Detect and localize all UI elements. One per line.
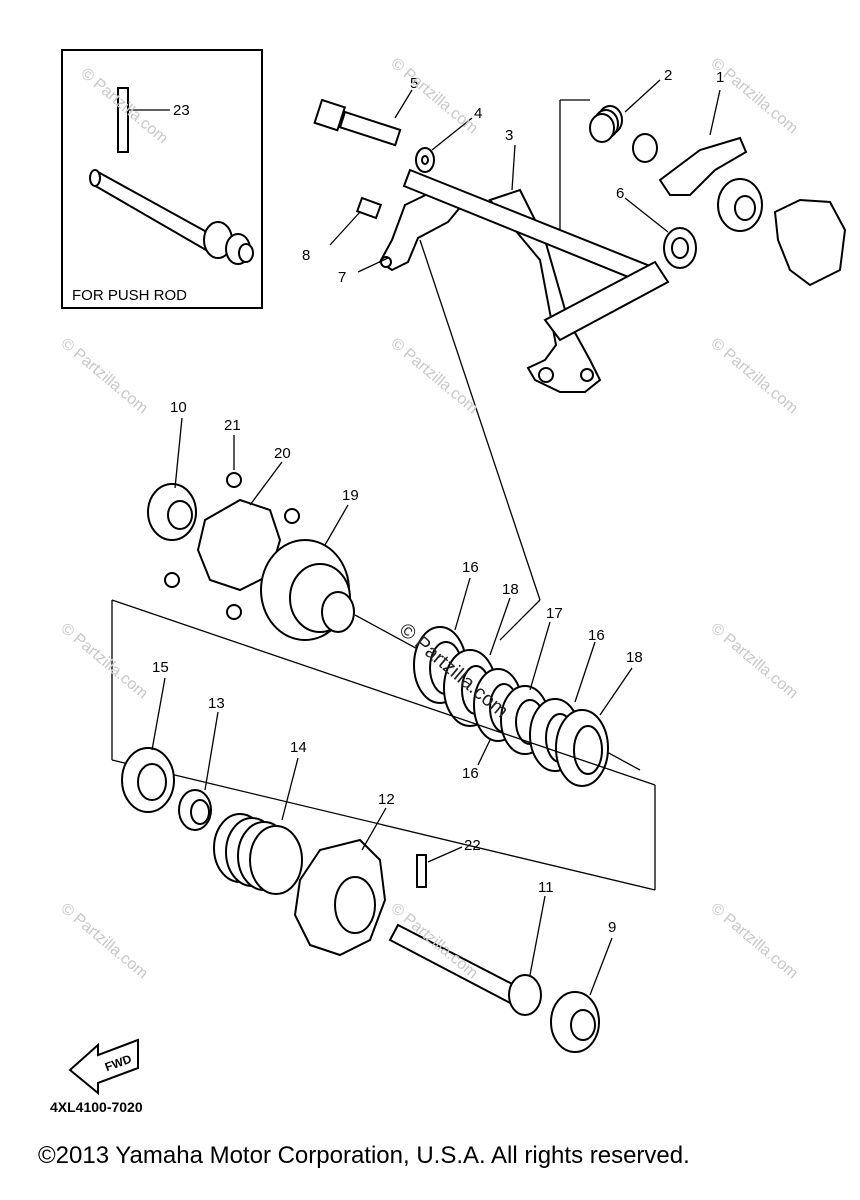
callout-20: 20 xyxy=(274,445,291,462)
shift-lever-group xyxy=(313,98,847,393)
callout-4: 4 xyxy=(474,105,482,122)
svg-text:© Partzilla.com: © Partzilla.com xyxy=(57,900,151,982)
callout-12: 12 xyxy=(378,791,395,808)
svg-text:© Partzilla.com: © Partzilla.com xyxy=(707,620,801,702)
lever-1 xyxy=(658,136,748,196)
ball-21-right xyxy=(284,508,300,524)
top-leaders xyxy=(329,79,721,641)
callout-21: 21 xyxy=(224,417,241,434)
callout-18a: 18 xyxy=(502,581,519,598)
collar xyxy=(632,133,658,163)
callout-17: 17 xyxy=(546,605,563,622)
callout-9: 9 xyxy=(608,919,616,936)
inset-label: FOR PUSH ROD xyxy=(72,287,187,304)
fwd-arrow-icon: FWD xyxy=(68,1038,139,1096)
callout-2: 2 xyxy=(664,67,672,84)
callout-15: 15 xyxy=(152,659,169,676)
callout-8: 8 xyxy=(302,247,310,264)
push-rod-inset: FOR PUSH ROD xyxy=(61,49,263,309)
lever-3 xyxy=(488,188,602,393)
callout-6: 6 xyxy=(616,185,624,202)
svg-text:© Partzilla.com: © Partzilla.com xyxy=(57,620,151,702)
diagram-code: 4XL4100-7020 xyxy=(50,1099,143,1115)
svg-text:© Partzilla.com: © Partzilla.com xyxy=(707,335,801,417)
callout-1: 1 xyxy=(716,69,724,86)
lower-leaders xyxy=(151,417,633,996)
svg-text:© Partzilla.com: © Partzilla.com xyxy=(387,335,481,417)
svg-text:© Partzilla.com: © Partzilla.com xyxy=(707,55,801,137)
group-bracket xyxy=(111,599,656,891)
callout-19: 19 xyxy=(342,487,359,504)
screw-8 xyxy=(355,196,383,220)
spring-2 xyxy=(589,105,623,143)
push-rod-pin xyxy=(117,87,129,153)
ball-21-top xyxy=(226,472,242,488)
callout-7: 7 xyxy=(338,269,346,286)
copyright: ©2013 Yamaha Motor Corporation, U.S.A. A… xyxy=(38,1142,690,1169)
svg-text:© Partzilla.com: © Partzilla.com xyxy=(387,55,481,137)
callout-16a: 16 xyxy=(462,559,479,576)
svg-text:© Partzilla.com: © Partzilla.com xyxy=(57,335,151,417)
ball-21-bottom xyxy=(226,604,242,620)
ball-21-left xyxy=(164,572,180,588)
bolt-5 xyxy=(338,110,402,147)
callout-18b: 18 xyxy=(626,649,643,666)
lower-group xyxy=(121,747,600,1053)
callouts: 1 2 3 4 5 6 7 8 9 10 11 12 13 14 15 16 1… xyxy=(152,67,724,936)
callout-14: 14 xyxy=(290,739,307,756)
push-rod-shaft xyxy=(90,170,216,252)
callout-10: 10 xyxy=(170,399,187,416)
spring-14 xyxy=(213,813,303,895)
callout-16b: 16 xyxy=(588,627,605,644)
callout-11: 11 xyxy=(538,879,554,896)
callout-13: 13 xyxy=(208,695,225,712)
disc-stack xyxy=(413,626,609,787)
pin-22 xyxy=(416,854,427,888)
callout-3: 3 xyxy=(505,127,513,144)
callout-22: 22 xyxy=(464,837,481,854)
clutch-hub-group xyxy=(147,472,641,771)
callout-23: 23 xyxy=(173,102,190,119)
callout-16c: 16 xyxy=(462,765,479,782)
callout-5: 5 xyxy=(410,75,418,92)
svg-text:© Partzilla.com: © Partzilla.com xyxy=(707,900,801,982)
